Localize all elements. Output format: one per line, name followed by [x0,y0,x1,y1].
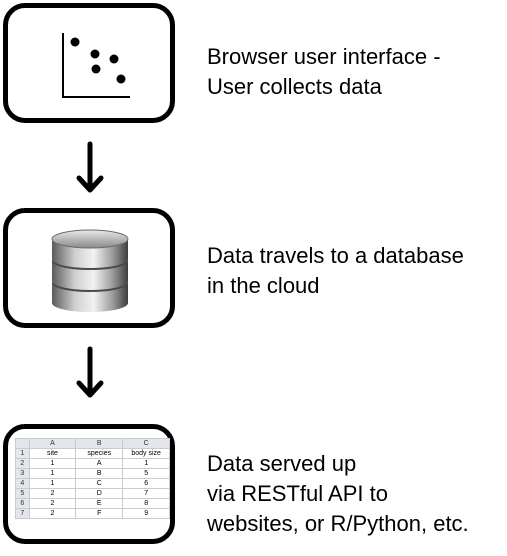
row-number: 2 [15,458,30,469]
table-cell: 7 [122,488,170,499]
down-arrow-icon [76,141,104,193]
caption-line: websites, or R/Python, etc. [207,511,469,536]
row-number: 5 [15,488,30,499]
step-2-caption: Data travels to a database in the cloud [207,241,464,301]
table-cell: 1 [122,458,170,469]
caption-line: Data served up [207,451,357,476]
table-row: 6 2 E 8 [15,498,170,509]
table-cell: species [75,448,124,459]
step-3-caption: Data served up via RESTful API to websit… [207,449,469,539]
table-cell: F [75,508,124,519]
caption-line: Data travels to a database [207,243,464,268]
caption-line: in the cloud [207,273,320,298]
table-row: 4 1 C 6 [15,478,170,489]
table-cell: 2 [28,498,77,509]
caption-line: via RESTful API to [207,481,388,506]
table-row: 5 2 D 7 [15,488,170,499]
table-row: 3 1 B 5 [15,468,170,479]
table-cell: E [75,498,124,509]
database-icon [51,229,129,312]
row-number: 1 [15,448,30,459]
table-cell: 1 [28,478,77,489]
column-letter: B [75,438,124,449]
column-letter: C [122,438,170,449]
column-header-row: A B C [15,438,170,449]
table-row: 1 site species body size [15,448,170,459]
row-number: 6 [15,498,30,509]
table-cell: 8 [122,498,170,509]
table-row: 2 1 A 1 [15,458,170,469]
table-cell: body size [122,448,170,459]
table-row: 7 2 F 9 [15,508,170,519]
database-box [3,208,175,328]
table-cell: 1 [28,468,77,479]
corner-cell [15,438,30,449]
down-arrow-icon [76,346,104,398]
table-cell: B [75,468,124,479]
table-cell: 6 [122,478,170,489]
caption-line: User collects data [207,74,382,99]
table-cell: 9 [122,508,170,519]
table-cell: 1 [28,458,77,469]
table-cell: site [28,448,77,459]
column-letter: A [28,438,77,449]
table-cell: 5 [122,468,170,479]
table-cell: C [75,478,124,489]
browser-ui-box [3,3,175,123]
scatter-plot-icon [62,33,130,98]
row-number: 4 [15,478,30,489]
spreadsheet-icon: A B C 1 site species body size 2 1 A 1 3… [15,438,170,519]
row-number: 3 [15,468,30,479]
caption-line: Browser user interface - [207,44,441,69]
table-cell: 2 [28,488,77,499]
step-1-caption: Browser user interface - User collects d… [207,42,441,102]
row-number: 7 [15,508,30,519]
table-cell: A [75,458,124,469]
spreadsheet-box: A B C 1 site species body size 2 1 A 1 3… [3,424,175,544]
table-cell: D [75,488,124,499]
table-cell: 2 [28,508,77,519]
